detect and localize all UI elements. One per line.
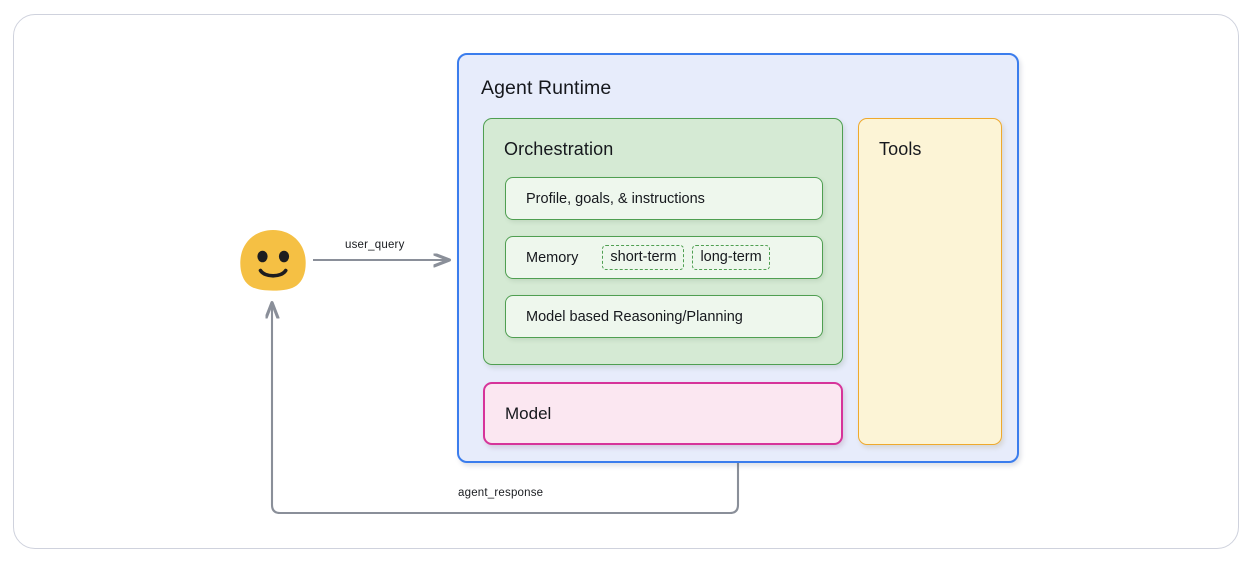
memory-pill-short-term[interactable]: short-term — [602, 244, 685, 271]
agent-runtime-panel: Agent Runtime Orchestration Profile, goa… — [457, 53, 1019, 463]
edge-label-user-query: user_query — [345, 239, 405, 251]
orchestration-row-memory-label: Memory — [526, 249, 579, 266]
orchestration-row-reasoning[interactable]: Model based Reasoning/Planning — [505, 295, 823, 338]
smiling-face-emoji — [240, 230, 306, 291]
memory-pill-group: short-term long-term — [602, 244, 770, 271]
agent-runtime-title: Agent Runtime — [481, 77, 612, 99]
model-label: Model — [505, 403, 552, 423]
orchestration-row-profile-label: Profile, goals, & instructions — [526, 190, 705, 207]
tools-title: Tools — [879, 139, 922, 159]
model-panel[interactable]: Model — [483, 382, 843, 445]
orchestration-row-memory[interactable]: Memory short-term long-term — [505, 236, 823, 279]
orchestration-title: Orchestration — [504, 139, 614, 159]
memory-pill-long-term[interactable]: long-term — [692, 244, 770, 271]
orchestration-row-reasoning-label: Model based Reasoning/Planning — [526, 308, 743, 325]
orchestration-row-profile[interactable]: Profile, goals, & instructions — [505, 177, 823, 220]
tools-panel[interactable]: Tools — [858, 118, 1002, 445]
user-avatar[interactable] — [239, 229, 307, 291]
edge-label-agent-response: agent_response — [458, 487, 544, 499]
orchestration-panel: Orchestration Profile, goals, & instruct… — [483, 118, 843, 365]
